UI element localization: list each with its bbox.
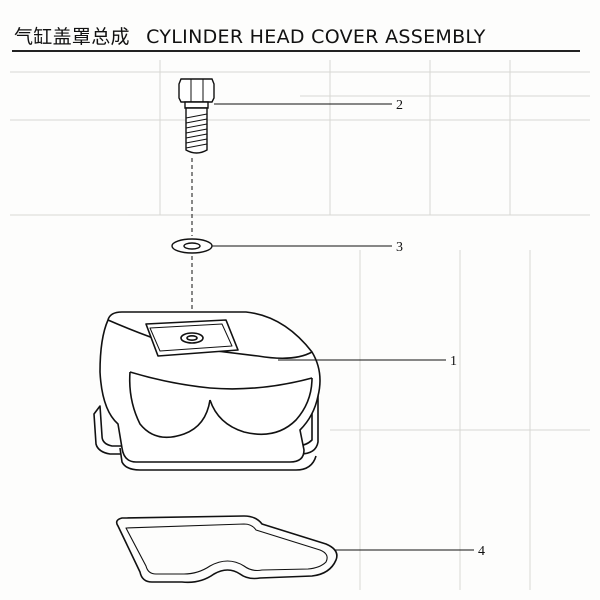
title-chinese: 气缸盖罩总成 [14,26,130,48]
callout-4: 4 [478,544,485,559]
title-underline [12,50,580,52]
callout-1: 1 [450,354,457,369]
gasket-part [115,515,338,584]
title-english: CYLINDER HEAD COVER ASSEMBLY [146,26,486,48]
callout-3: 3 [396,240,403,255]
leader-lines [212,103,474,551]
page-title: 气缸盖罩总成 CYLINDER HEAD COVER ASSEMBLY [14,22,486,49]
callout-2: 2 [396,98,403,113]
bolt-part [178,78,215,154]
washer-part [171,238,213,254]
cylinder-head-cover-part [93,311,321,471]
